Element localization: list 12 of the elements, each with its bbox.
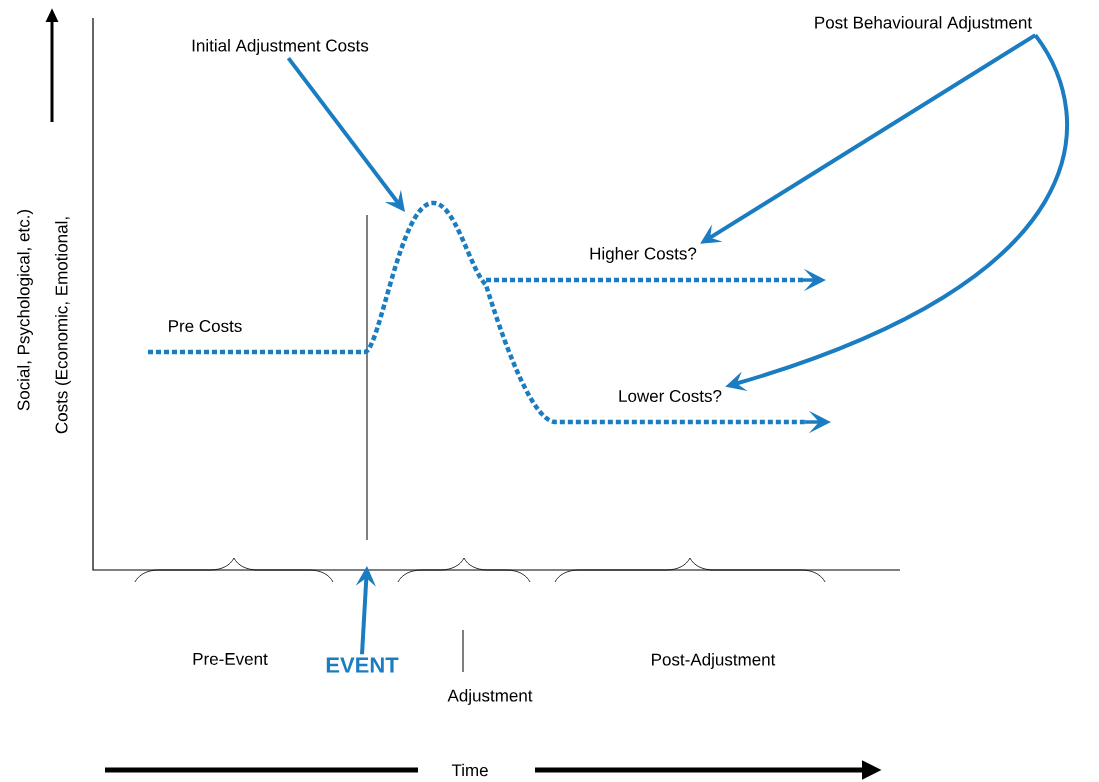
label: Pre Costs <box>169 320 242 333</box>
callout-text: Initial Adjustment Costs <box>192 39 369 55</box>
axis-label: Social, Psychological, etc.) <box>17 210 33 411</box>
label: Adjustment <box>447 689 533 705</box>
label: Post-Adjustment <box>652 653 776 669</box>
callout-text: Higher Costs? <box>590 247 697 263</box>
callout-text: Post Behavioural Adjustment <box>815 16 1032 32</box>
axis-label: Time <box>451 763 488 777</box>
event-label: EVENT <box>326 657 399 673</box>
axis-label: Costs (Economic, Emotional, <box>55 217 71 434</box>
label: Pre-Event <box>193 653 268 665</box>
callout-text: Lower Costs? <box>619 390 722 403</box>
